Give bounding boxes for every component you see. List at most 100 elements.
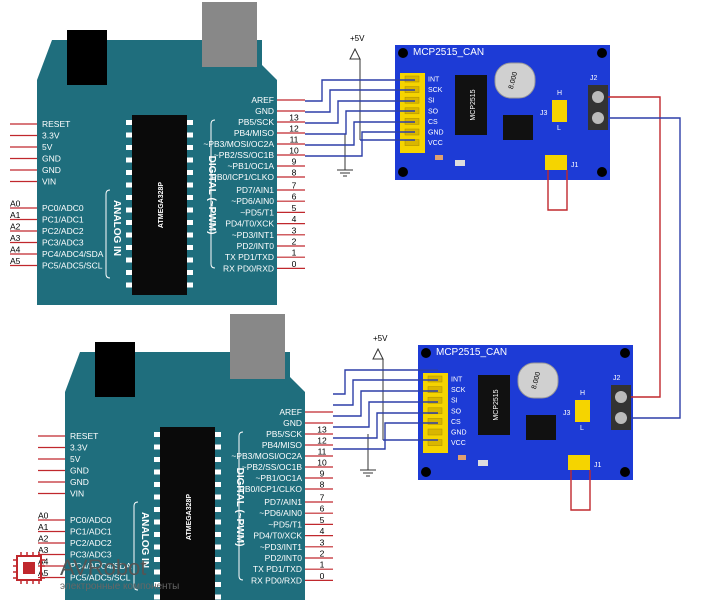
- screw-icon: [615, 391, 627, 403]
- module-title: MCP2515_CAN: [436, 347, 507, 358]
- chip-pin: [154, 494, 160, 500]
- j1-jumper: [545, 155, 567, 170]
- logo-tagline: электронные компоненты: [60, 581, 179, 592]
- power-pin-label: GND: [42, 165, 61, 175]
- chip-pin: [126, 220, 132, 225]
- analog-pin-number: A0: [38, 511, 49, 521]
- digital-pin-label: ~PB3/MOSI/OC2A: [203, 139, 274, 149]
- analog-pin-number: A3: [10, 233, 21, 243]
- chip-pin: [187, 245, 193, 250]
- digital-pin-number: 7: [320, 493, 325, 503]
- chip-pin: [154, 557, 160, 562]
- digital-pin-number: 4: [292, 214, 297, 224]
- chip-pin: [154, 569, 160, 575]
- module-pin-label: GND: [428, 130, 444, 137]
- power-pin-label: GND: [42, 154, 61, 164]
- chip-pin: [126, 282, 132, 288]
- chip-pin: [187, 207, 193, 213]
- chip-pin: [187, 220, 193, 225]
- digital-pin-number: 3: [320, 537, 325, 547]
- j3-label: J3: [563, 410, 571, 417]
- digital-pin-number: 8: [320, 480, 325, 490]
- wire: [305, 100, 415, 124]
- digital-pin-label: AREF: [279, 407, 302, 417]
- digital-pin-number: 4: [320, 526, 325, 536]
- l-label: L: [580, 425, 584, 432]
- analog-pin-number: A5: [10, 256, 21, 266]
- analog-section-label: ANALOG IN: [111, 200, 122, 256]
- digital-pin-number: 3: [292, 225, 297, 235]
- tja1050-chip: [503, 115, 533, 140]
- digital-pin-label: ~PB2/SS/OC1B: [242, 462, 303, 472]
- module-pin-label: SI: [451, 398, 458, 405]
- wire: [305, 110, 415, 135]
- mounting-hole-icon: [620, 467, 630, 477]
- bracket: [210, 119, 216, 269]
- chip-pin: [126, 270, 132, 275]
- analog-pin-label: PC2/ADC2: [70, 538, 112, 548]
- analog-section-label: ANALOG IN: [139, 512, 150, 568]
- screw-icon: [592, 91, 604, 103]
- digital-pin-number: 1: [292, 248, 297, 258]
- mcp2515-chip: [455, 75, 487, 135]
- chip-pin: [154, 519, 160, 525]
- usb-connector: [230, 314, 285, 379]
- analog-pin-label: PC2/ADC2: [42, 226, 84, 236]
- analog-pin-number: A0: [10, 199, 21, 209]
- wire: [547, 170, 568, 211]
- digital-pin-number: 12: [317, 436, 327, 446]
- chip-pin: [215, 507, 221, 512]
- digital-pin-label: ~PD6/AIN0: [231, 196, 274, 206]
- wire: [333, 379, 438, 406]
- chip-pin: [126, 207, 132, 213]
- wire: [305, 131, 415, 157]
- chip-pin: [126, 120, 132, 125]
- chip-pin: [215, 494, 221, 500]
- chip-pin: [187, 120, 193, 125]
- crystal-label: 8.000: [531, 371, 542, 390]
- j1-label: J1: [594, 462, 602, 469]
- digital-pin-label: GND: [283, 418, 302, 428]
- digital-pin-label: ~PB2/SS/OC1B: [214, 150, 275, 160]
- analog-pin-number: A4: [38, 557, 49, 567]
- crystal-icon: [494, 62, 536, 99]
- digital-pin-label: ~PD3/INT1: [232, 230, 275, 240]
- chip-pin: [187, 195, 193, 200]
- header-pin: [427, 428, 443, 436]
- wire: [608, 96, 661, 398]
- chip-pin: [126, 245, 132, 250]
- header-pin: [427, 407, 443, 415]
- chip-pin: [187, 270, 193, 275]
- vcc-arrow-icon: [372, 347, 384, 360]
- module-pin-label: CS: [451, 419, 461, 426]
- mounting-hole-icon: [421, 348, 431, 358]
- module-title: MCP2515_CAN: [413, 47, 484, 58]
- analog-pin-number: A5: [38, 568, 49, 578]
- crystal-icon: [517, 362, 559, 399]
- digital-pin-number: 7: [292, 181, 297, 191]
- chip-label: ATMEGA328P: [186, 494, 193, 540]
- j3-jumper: [552, 100, 567, 122]
- chip-pin: [215, 582, 221, 587]
- digital-pin-label: PD4/T0/XCK: [225, 219, 274, 229]
- wire: [333, 369, 438, 395]
- screw-icon: [615, 412, 627, 424]
- digital-pin-label: PB5/SCK: [238, 117, 274, 127]
- module-pin-label: SO: [428, 108, 439, 115]
- analog-pin-number: A3: [38, 545, 49, 555]
- digital-pin-label: RX PD0/RXD: [251, 575, 302, 585]
- digital-pin-number: 2: [292, 237, 297, 247]
- chip-pin: [126, 145, 132, 150]
- digital-pin-label: AREF: [251, 95, 274, 105]
- analog-pin-number: A4: [10, 245, 21, 255]
- digital-pin-number: 12: [289, 124, 299, 134]
- digital-pin-label: ~PD5/T1: [268, 519, 302, 529]
- header-pin: [404, 96, 420, 104]
- digital-pin-number: 8: [292, 168, 297, 178]
- digital-pin-number: 11: [318, 447, 327, 457]
- analog-pin-label: PC4/ADC4/SDA: [42, 249, 104, 259]
- mcp2515-module-1: MCP2515_CANINTSCKSISOCSGNDVCC8.000MCP251…: [337, 34, 610, 180]
